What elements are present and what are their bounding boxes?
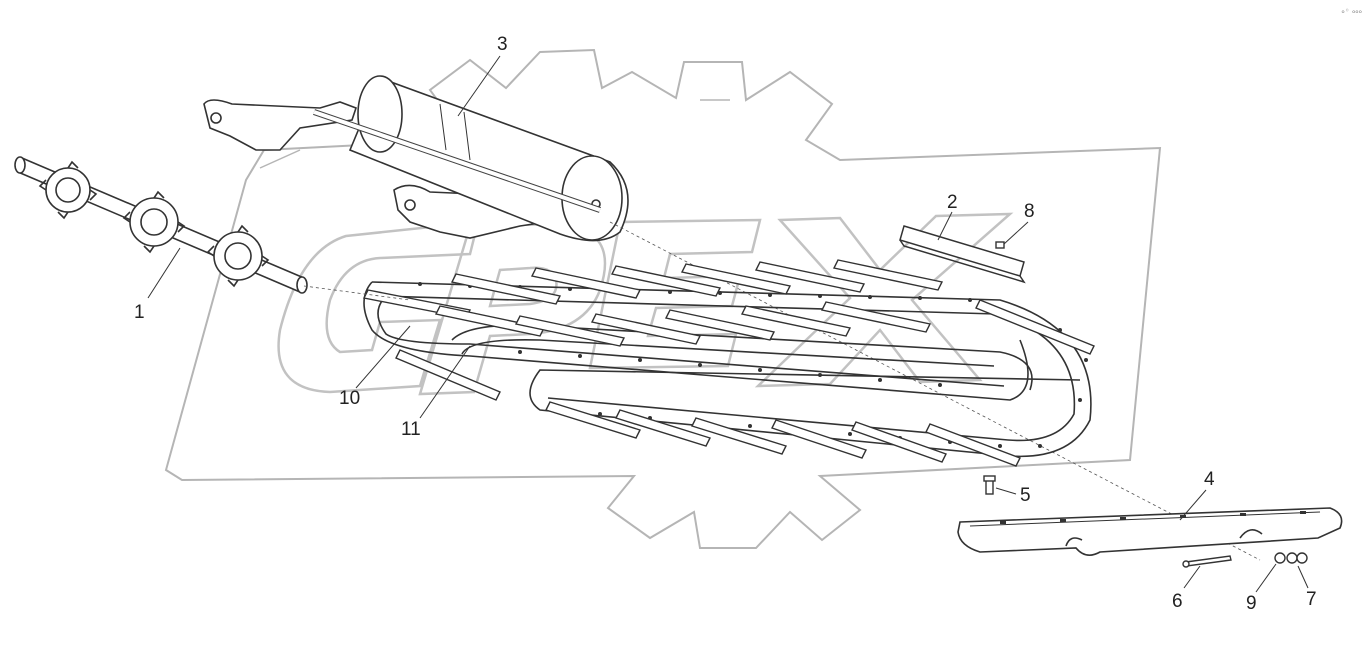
callout-8: 8 bbox=[1024, 201, 1035, 222]
drum-roller-assembly bbox=[203, 75, 629, 242]
callout-4: 4 bbox=[1204, 469, 1215, 490]
bolt-part bbox=[983, 475, 996, 495]
leader-line-10 bbox=[355, 325, 411, 389]
washer-nut-parts bbox=[1274, 552, 1308, 564]
leader-line-3 bbox=[457, 55, 501, 117]
callout-7: 7 bbox=[1306, 589, 1317, 610]
callout-1: 1 bbox=[134, 302, 145, 323]
leader-line-4 bbox=[1179, 489, 1207, 521]
leader-line-6 bbox=[1183, 565, 1201, 589]
callout-9: 9 bbox=[1246, 593, 1257, 614]
callout-5: 5 bbox=[1020, 485, 1031, 506]
callout-10: 10 bbox=[339, 388, 361, 409]
pin-part bbox=[1182, 555, 1232, 568]
leader-line-11 bbox=[419, 345, 471, 419]
callout-2: 2 bbox=[947, 192, 958, 213]
leader-line-1 bbox=[147, 247, 181, 299]
shaft-with-sprockets bbox=[14, 156, 308, 294]
leader-line-9 bbox=[1255, 563, 1277, 593]
guide-rail-part bbox=[957, 507, 1343, 556]
leader-line-2 bbox=[937, 211, 953, 241]
leader-line-7 bbox=[1297, 565, 1309, 589]
sprocket-c bbox=[206, 224, 270, 288]
slat-profile-part bbox=[899, 225, 1026, 284]
sprocket-a bbox=[38, 160, 98, 220]
leader-line-5 bbox=[995, 487, 1017, 495]
corner-mark: ₒ◦ ₒₒₒ bbox=[1341, 6, 1363, 15]
leader-line-8 bbox=[1003, 221, 1029, 245]
small-link-part bbox=[995, 241, 1005, 249]
callout-6: 6 bbox=[1172, 591, 1183, 612]
sprocket-b bbox=[122, 190, 186, 254]
callout-11: 11 bbox=[401, 419, 421, 440]
callout-3: 3 bbox=[497, 34, 508, 55]
leader-line-long bbox=[303, 285, 411, 301]
conveyor-slats bbox=[362, 259, 1095, 467]
watermark-gear-logo bbox=[164, 48, 1162, 549]
